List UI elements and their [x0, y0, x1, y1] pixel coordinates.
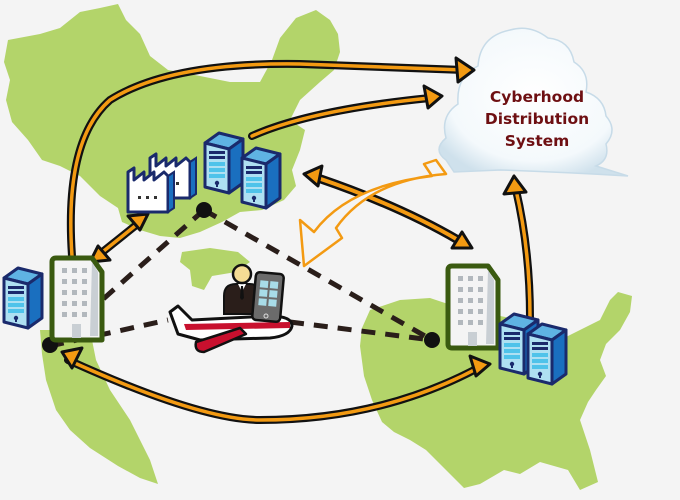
cloud-icon — [438, 27, 629, 177]
smartphone-icon — [251, 270, 285, 324]
arrowhead-china-1 — [126, 212, 150, 232]
server-icon — [2, 266, 44, 330]
arrowhead-cloud-3 — [502, 174, 528, 196]
dashed-link-china-usa — [202, 207, 434, 343]
dashed-link-taiwan-plane — [49, 317, 169, 349]
arrow-taiwan-to-cloud — [66, 59, 468, 260]
arrow-china-usa — [313, 173, 463, 245]
server-icon — [240, 146, 282, 210]
person-icon — [223, 263, 261, 315]
arrowhead-china-2 — [302, 164, 324, 188]
china-node-dot — [196, 202, 212, 218]
arrow-china-to-cloud — [248, 94, 434, 140]
office-building-icon — [52, 258, 102, 340]
arrowhead-cloud-2 — [422, 84, 444, 110]
cloud-label-line-2: Distribution — [484, 110, 590, 128]
arrow-taiwan-usa — [64, 356, 482, 425]
cloud-label: Cyberhood Distribution System — [462, 86, 612, 152]
taiwan-site — [2, 258, 102, 340]
hainan-map — [180, 248, 250, 290]
arrow-china-taiwan — [96, 218, 144, 258]
usa-node-dot — [424, 332, 440, 348]
arrowhead-usa-1 — [450, 230, 474, 250]
cloud-label-line-3: System — [504, 132, 570, 150]
arrowhead-usa-2 — [468, 354, 492, 378]
taiwan-map — [40, 330, 158, 484]
cloud-label-line-1: Cyberhood — [489, 88, 585, 106]
office-building-icon — [448, 266, 498, 348]
arrow-usa-to-cloud — [512, 186, 534, 322]
arrowhead-taiwan-2 — [60, 346, 84, 370]
factory-icon — [126, 166, 176, 214]
mobile-user — [168, 263, 294, 354]
outline-arrow-cloud-to-user — [298, 158, 448, 268]
server-icon — [526, 322, 568, 386]
arrowhead-cloud-1 — [454, 56, 476, 84]
server-icon — [203, 131, 245, 195]
